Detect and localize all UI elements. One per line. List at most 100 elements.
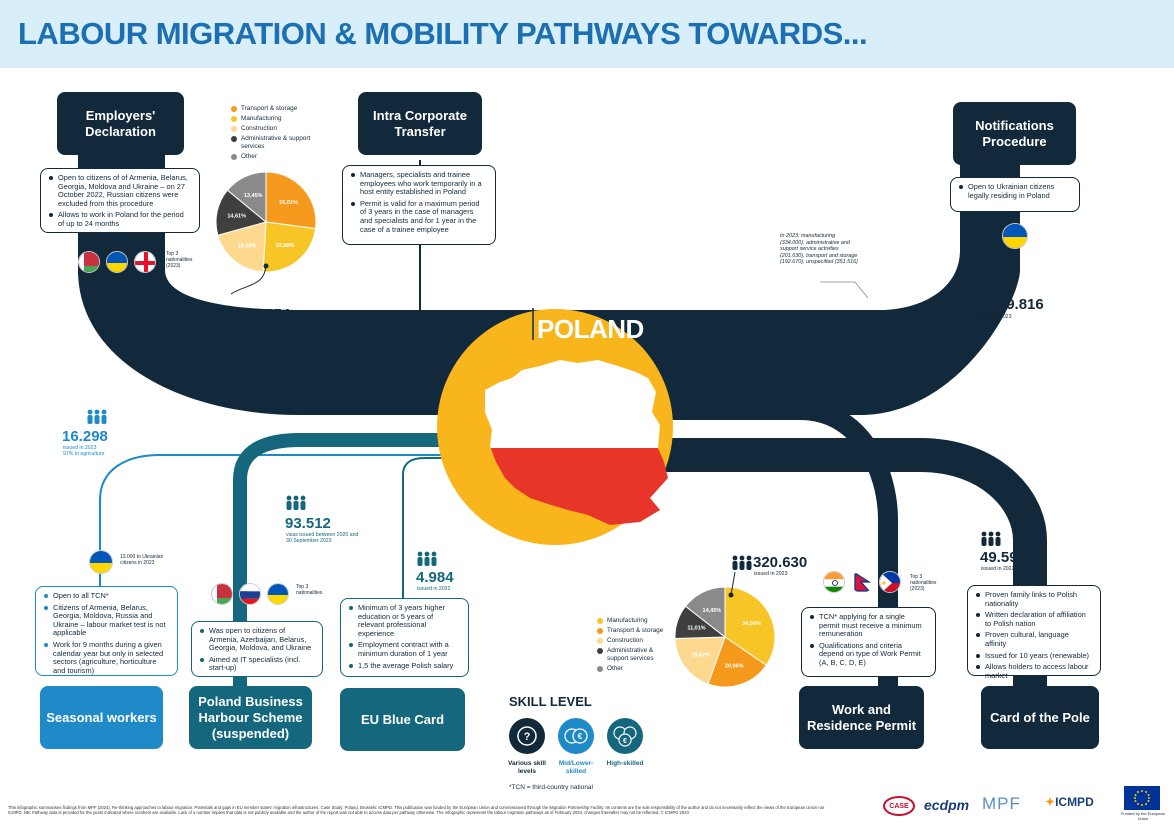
- people-icon: [87, 409, 107, 424]
- ict-bullet: Managers, specialists and trainee employ…: [351, 170, 487, 197]
- legend-dot: [597, 648, 603, 654]
- seasonal-ukraine-note: 13.000 to Ukrainian citizens in 2023: [120, 554, 164, 566]
- case-logo: CASE: [883, 796, 915, 816]
- bluecard-number: 4.984: [416, 569, 454, 586]
- seasonal-bullet: Citizens of Armenia, Belarus, Georgia, M…: [44, 603, 169, 638]
- work-pie-chart: 34,56%20,96%19,02%11,01%14,45%: [674, 586, 776, 688]
- legend-dot: [231, 136, 237, 142]
- employers-info: Open to citizens of of Armenia, Belarus,…: [40, 168, 200, 233]
- legend-label: Administrative & support services: [607, 647, 654, 662]
- people-icon: [417, 551, 437, 566]
- pie-slice: [724, 586, 776, 666]
- tcn-note: *TCN = third-country national: [509, 784, 593, 791]
- employers-number: 506.554: [236, 306, 291, 323]
- ict-info: Managers, specialists and trainee employ…: [342, 165, 496, 245]
- notifications-number-sub: issued in 2023: [978, 314, 1012, 320]
- seasonal-workers-box[interactable]: Seasonal workers: [40, 686, 163, 749]
- pie-slice-label: 11,01%: [687, 626, 705, 632]
- employers-bullet: Open to citizens of of Armenia, Belarus,…: [49, 173, 191, 208]
- legend-label: Transport & storage: [241, 105, 298, 112]
- people-icon: [286, 495, 306, 510]
- flag-philippines-icon: [879, 571, 901, 593]
- legend-dot: [231, 116, 237, 122]
- pie-slice-label: 14,45%: [703, 608, 722, 614]
- intra-corporate-transfer-box[interactable]: Intra Corporate Transfer: [358, 92, 482, 155]
- legend-label: Administrative & support services: [241, 135, 311, 150]
- people-icon: [732, 555, 752, 570]
- flag-ukraine-icon: [89, 550, 113, 574]
- notifications-info: Open to Ukrainian citizens legally resid…: [950, 177, 1080, 212]
- work-number: 320.630: [753, 554, 808, 571]
- notifications-procedure-box[interactable]: Notifications Procedure: [953, 102, 1076, 165]
- ecdpm-logo: ecdpm: [924, 797, 970, 813]
- cardpole-bullet: Allows holders to access labour market: [976, 662, 1092, 680]
- pbh-info: Was open to citizens of Armenia, Azerbai…: [191, 621, 323, 677]
- people-icon: [979, 276, 999, 291]
- people-icon: [981, 531, 1001, 546]
- pie-slice: [226, 171, 267, 224]
- eu-flag-icon: [1124, 786, 1160, 810]
- notifications-number: 1.079.816: [977, 296, 1044, 313]
- employers-pointer: [230, 263, 269, 295]
- legend-dot: [597, 666, 603, 672]
- work-pointer: [728, 571, 736, 598]
- legend-label: Manufacturing: [241, 115, 282, 122]
- pbh-connector: [233, 433, 470, 690]
- legend-dot: [231, 154, 237, 160]
- flag-india-icon: [823, 571, 845, 593]
- cardpole-bullet: Proven family links to Polish nationalit…: [976, 590, 1092, 608]
- seasonal-connector: [99, 454, 470, 590]
- cardpole-number: 49.593: [980, 549, 1026, 566]
- flag-nepal-icon: [851, 571, 873, 593]
- poland-business-harbour-box[interactable]: Poland Business Harbour Scheme (suspende…: [189, 686, 312, 749]
- employers-top3: Top 3 nationalities (2023): [166, 251, 193, 269]
- seasonal-number-sub2: 97% in agriculture: [63, 451, 105, 457]
- icmpd-mark-icon: ✦: [1045, 795, 1056, 809]
- seasonal-number: 16.298: [62, 428, 108, 445]
- flag-ukraine-icon: [267, 583, 289, 605]
- card-of-the-pole-box[interactable]: Card of the Pole: [981, 686, 1099, 749]
- seasonal-number-sub: issued in 2023: [63, 445, 97, 451]
- skill-label-high: High-skilled: [606, 760, 644, 767]
- pbh-top3: Top 3 nationalities: [296, 584, 323, 596]
- flag-ukraine-icon: [1002, 223, 1028, 249]
- pie-slice: [707, 636, 767, 688]
- pie-slice: [262, 221, 317, 273]
- bluecard-bullet: 1,5 the average Polish salary: [349, 661, 460, 671]
- work-legend: Manufacturing Transport & storage Constr…: [597, 617, 673, 675]
- cardpole-bullet: Written declaration of affiliation to Po…: [976, 610, 1092, 628]
- bluecard-bullet: Minimum of 3 years higher education or 5…: [349, 603, 460, 638]
- work-residence-permit-box[interactable]: Work and Residence Permit: [799, 686, 924, 749]
- eu-blue-card-box[interactable]: EU Blue Card: [340, 688, 465, 751]
- ict-bullet: Permit is valid for a maximum period of …: [351, 199, 487, 234]
- bluecard-number-sub: issued in 2022: [417, 586, 451, 592]
- mpf-logo: MPF: [982, 794, 1021, 813]
- skill-level-title: SKILL LEVEL: [509, 694, 592, 709]
- employers-number-sub: issued in 2023: [237, 323, 271, 329]
- cardpole-bullet: Issued for 10 years (renewable): [976, 651, 1092, 661]
- legend-dot: [231, 126, 237, 132]
- notifications-bullet: Open to Ukrainian citizens legally resid…: [959, 182, 1071, 200]
- seasonal-bullet: Work for 9 months during a given calenda…: [44, 640, 169, 675]
- poland-label: POLAND: [537, 314, 644, 344]
- employers-declaration-box[interactable]: Employers' Declaration: [57, 92, 184, 155]
- legend-label: Construction: [607, 637, 643, 644]
- pie-slice-label: 13,45%: [244, 193, 263, 199]
- pie-slice: [265, 171, 317, 230]
- pie-slice: [217, 221, 267, 273]
- pbh-bullet: Was open to citizens of Armenia, Azerbai…: [200, 626, 314, 653]
- ict-connector: [419, 160, 480, 351]
- notifications-note: In 2023: manufacturing (334.000), admini…: [780, 233, 858, 266]
- page-title: LABOUR MIGRATION & MOBILITY PATHWAYS TOW…: [18, 16, 868, 51]
- icmpd-logo-text: ICMPD: [1055, 795, 1094, 809]
- legend-label: Transport & storage: [607, 627, 664, 634]
- icmpd-logo: ✦ICMPD: [1045, 795, 1094, 809]
- question-icon: ?: [509, 718, 545, 754]
- cardpole-bullet: Proven cultural, language affinity: [976, 631, 1092, 648]
- flag-georgia-icon: [134, 251, 156, 273]
- pie-slice-label: 14,61%: [227, 214, 246, 220]
- pie-slice: [674, 636, 726, 685]
- work-top3: Top 3 nationalities (2023): [910, 574, 937, 592]
- svg-text:?: ?: [524, 731, 531, 743]
